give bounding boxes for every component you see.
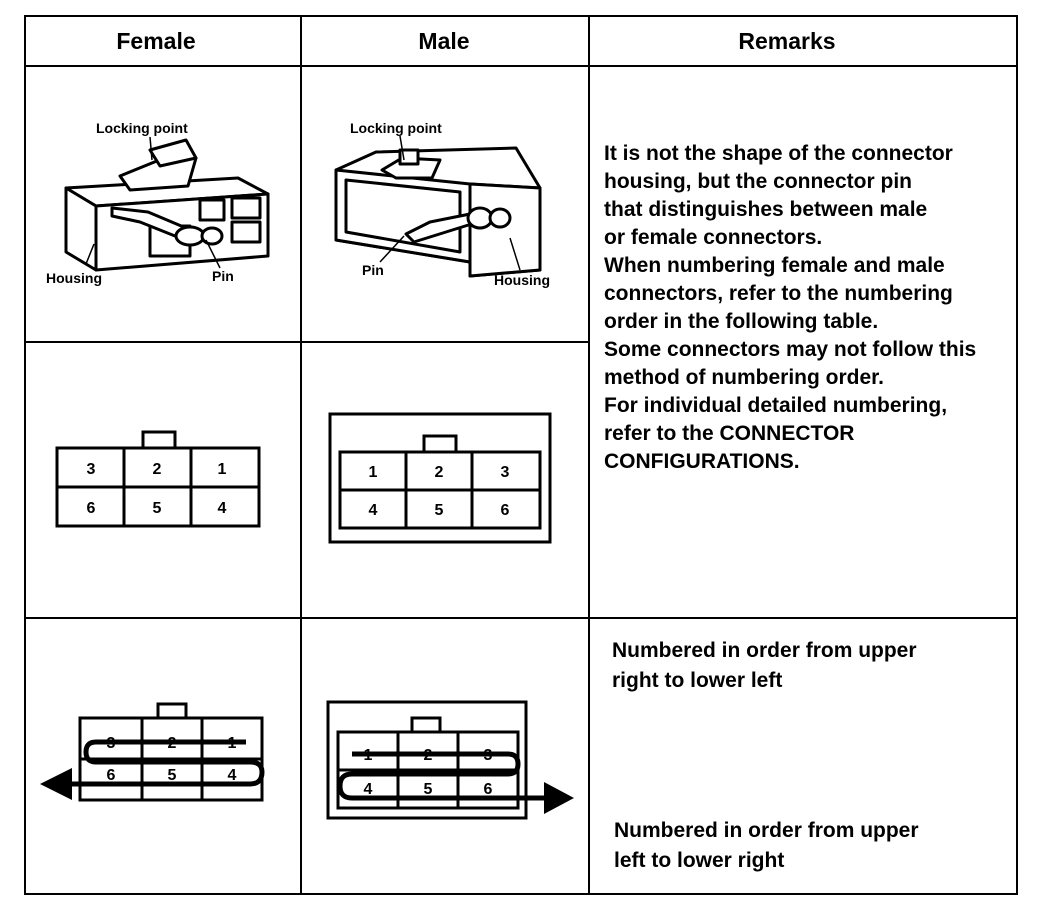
male-order-arrowhead [544, 782, 574, 814]
female-housing-label: Housing [46, 270, 102, 286]
remarks-line: It is not the shape of the connector [604, 142, 953, 165]
female-pin-label: 6 [87, 500, 96, 517]
male-pin-label: 1 [369, 464, 378, 481]
header-male: Male [418, 28, 470, 54]
remarks-line: For individual detailed numbering, [604, 394, 948, 417]
male-order-note-line: Numbered in order from upper [614, 819, 919, 842]
male-order-pin-label: 4 [364, 781, 373, 798]
male-order-note: Numbered in order from upper left to low… [614, 816, 919, 876]
female-order-note: Numbered in order from upper right to lo… [612, 636, 917, 696]
male-pin-label: 4 [369, 502, 378, 519]
female-pin-label: 5 [153, 500, 162, 517]
female-order-note-line: Numbered in order from upper [612, 639, 917, 662]
female-pin-label: 4 [218, 500, 227, 517]
male-pin-label: 6 [501, 502, 510, 519]
female-order-arrow [70, 739, 265, 787]
remarks-line: Some connectors may not follow this [604, 338, 977, 361]
remarks-line: When numbering female and male [604, 254, 945, 277]
male-order-pin-label: 6 [484, 781, 493, 798]
female-order-arrowhead [40, 768, 72, 800]
female-order-pin-label: 4 [228, 767, 237, 784]
male-locking-point-label: Locking point [350, 120, 442, 136]
remarks-line: housing, but the connector pin [604, 170, 912, 193]
remarks-line: method of numbering order. [604, 366, 885, 389]
male-pin-label: 5 [435, 502, 444, 519]
male-housing-label: Housing [494, 272, 550, 288]
female-pin-label: 3 [87, 461, 96, 478]
header-female: Female [116, 28, 196, 54]
male-pin-label: 2 [435, 464, 444, 481]
header-remarks: Remarks [738, 28, 836, 54]
remarks-line: CONFIGURATIONS. [604, 450, 800, 473]
remarks-paragraph: It is not the shape of the connector hous… [604, 140, 976, 476]
female-pin-label: Pin [212, 268, 234, 284]
remarks-line: connectors, refer to the numbering [604, 282, 953, 305]
male-pin-label: Pin [362, 262, 384, 278]
female-pin-label: 2 [153, 461, 162, 478]
female-order-pin-label: 6 [107, 767, 116, 784]
remarks-line: order in the following table. [604, 310, 879, 333]
female-order-note-line: right to lower left [612, 669, 783, 692]
male-order-arrow [337, 751, 546, 801]
female-pin-label: 1 [218, 461, 227, 478]
remarks-line: refer to the CONNECTOR [604, 422, 855, 445]
female-order-pin-label: 5 [168, 767, 177, 784]
remarks-line: or female connectors. [604, 226, 823, 249]
remarks-line: that distinguishes between male [604, 198, 928, 221]
male-pin-label: 3 [501, 464, 510, 481]
male-order-pin-label: 5 [424, 781, 433, 798]
female-locking-point-label: Locking point [96, 120, 188, 136]
male-order-note-line: left to lower right [614, 849, 785, 872]
